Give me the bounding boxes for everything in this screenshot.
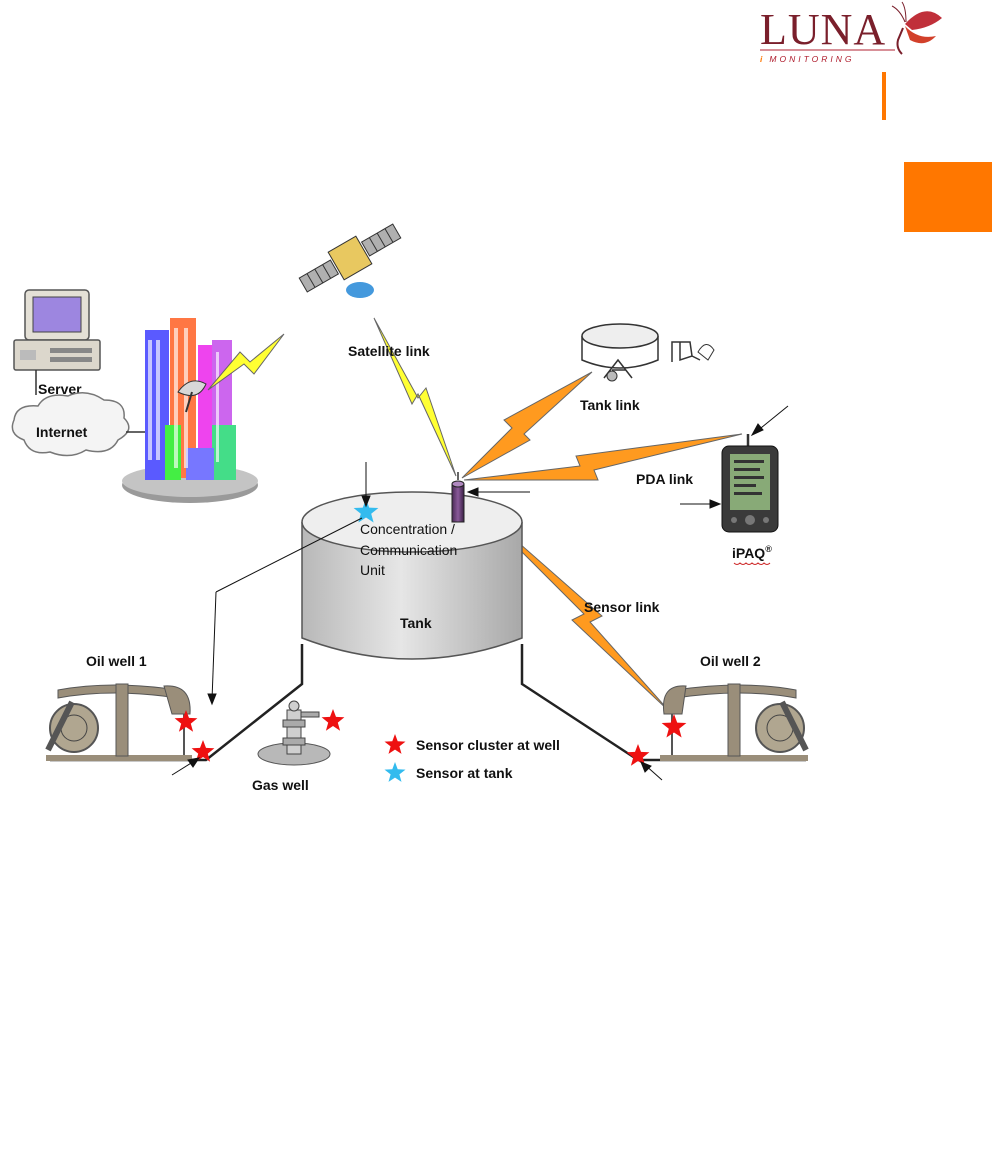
oil-well-1-pumpjack xyxy=(46,684,192,761)
well2-sensor-star-lower xyxy=(627,744,650,766)
satellite-icon xyxy=(295,217,405,299)
ccu-label-line1: Concentration / xyxy=(360,521,455,537)
ccu-label-line3: Unit xyxy=(360,562,385,578)
logo-sub-text: MONITORING xyxy=(769,54,854,64)
internet-label: Internet xyxy=(36,424,88,440)
satellite-link-label: Satellite link xyxy=(348,343,430,359)
gas-well-sensor-star xyxy=(322,709,345,731)
oil-well-2-label: Oil well 2 xyxy=(700,653,761,669)
arrow-ccu xyxy=(468,488,530,496)
accent-bar xyxy=(882,72,886,120)
logo-subtitle: i MONITORING xyxy=(760,54,854,64)
logo-word: LUNA xyxy=(760,5,886,54)
spell-underline xyxy=(734,563,770,565)
luna-logo: LUNA i MONITORING xyxy=(760,2,942,64)
ccu-label-line2: Communication xyxy=(360,542,457,558)
oil-well-2-pumpjack xyxy=(660,684,808,761)
accent-block xyxy=(904,162,992,232)
server-computer-icon xyxy=(14,290,100,395)
main-tank xyxy=(302,492,522,659)
legend-label-0: Sensor cluster at well xyxy=(416,737,560,753)
ipaq-pda-icon xyxy=(722,434,778,532)
legend-label-1: Sensor at tank xyxy=(416,765,513,781)
tank-link-bolt xyxy=(462,372,592,478)
pda-link-label: PDA link xyxy=(636,471,693,487)
logo-sub-prefix: i xyxy=(760,54,765,64)
legend-star-1 xyxy=(385,762,406,782)
satellite-link-bolt xyxy=(208,318,456,476)
ipaq-mark: ® xyxy=(765,544,772,554)
butterfly-icon xyxy=(892,2,942,54)
tank-link-label: Tank link xyxy=(580,397,640,413)
arrow-tank-sensor xyxy=(362,462,370,506)
arrow-ipaq-screen xyxy=(680,500,720,508)
ipaq-name: iPAQ xyxy=(732,545,765,561)
well2-sensor-star-upper xyxy=(662,714,687,738)
sensor-link-label: Sensor link xyxy=(584,599,660,615)
gas-well-label: Gas well xyxy=(252,777,309,793)
oil-well-1-label: Oil well 1 xyxy=(86,653,147,669)
remote-pumpjack-icon xyxy=(672,342,714,362)
legend-star-0 xyxy=(385,734,406,754)
ipaq-label: iPAQ® xyxy=(732,544,772,561)
city-buildings-icon xyxy=(122,318,258,503)
arrow-well2-sensor xyxy=(641,762,662,780)
concentration-unit-icon xyxy=(452,472,464,522)
tank-label: Tank xyxy=(400,615,432,631)
remote-tank-icon xyxy=(582,324,658,381)
arrow-ipaq-antenna xyxy=(752,406,788,435)
